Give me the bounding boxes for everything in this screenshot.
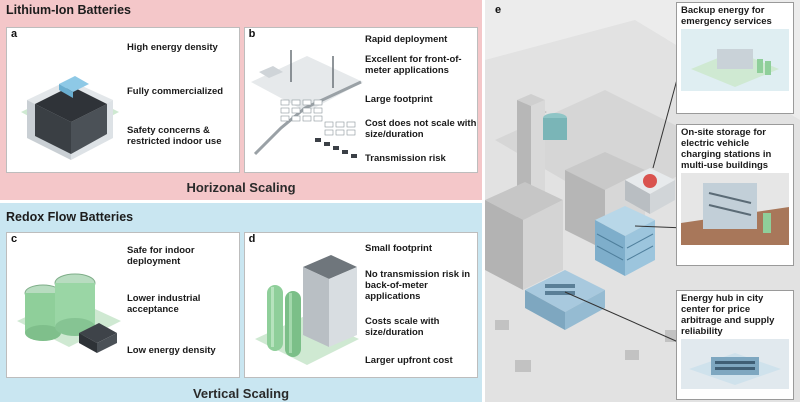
panel-a-point-1: High energy density: [127, 42, 218, 53]
panel-c-point-1: Safe for indoor deployment: [127, 245, 195, 267]
panel-c: c Safe for indoor deployment Lower indus…: [6, 232, 240, 378]
panel-b: b Rapid deployment Excellent for front-o…: [244, 27, 478, 173]
lithium-building-illustration: [21, 76, 119, 160]
panel-d-point-2: No transmission risk in back-of-meter ap…: [365, 269, 471, 302]
city-panel: e Backup energy for emergency services O…: [485, 0, 800, 402]
panel-e-tag: e: [494, 4, 502, 16]
emergency-services-thumbnail: [681, 29, 789, 91]
vertical-flow-battery-illustration: [255, 255, 359, 365]
callout-energy-hub: Energy hub in city center for price arbi…: [676, 290, 794, 400]
redox-flow-title: Redox Flow Batteries: [6, 210, 134, 224]
flow-tank-illustration: [17, 273, 121, 353]
panel-b-point-1: Rapid deployment: [365, 34, 448, 45]
lithium-ion-section: Lithium-Ion Batteries a High energy dens…: [0, 0, 482, 200]
panel-a-point-3: Safety concerns & restricted indoor use: [127, 125, 222, 147]
ev-charging-thumbnail: [681, 173, 789, 245]
panel-c-tag: c: [7, 233, 21, 247]
panel-d-point-4: Larger upfront cost: [365, 355, 453, 366]
callout-energy-hub-text: Energy hub in city center for price arbi…: [681, 293, 775, 337]
panel-a: a High energy density Fully commercializ…: [6, 27, 240, 173]
horizontal-scaling-label: Horizonal Scaling: [186, 180, 296, 195]
panel-b-point-3: Large footprint: [365, 94, 433, 105]
redox-flow-section: Redox Flow Batteries c Safe for indoor d…: [0, 203, 482, 402]
panel-d-point-3: Costs scale with size/duration: [365, 316, 440, 338]
panel-a-point-2: Fully commercialized: [127, 86, 224, 97]
panel-d-point-1: Small footprint: [365, 243, 433, 254]
callout-backup-energy-text: Backup energy for emergency services: [681, 5, 772, 27]
panel-c-point-2: Lower industrial acceptance: [127, 293, 201, 315]
panel-b-point-4: Cost does not scale with size/duration: [365, 118, 477, 140]
panel-b-point-5: Transmission risk: [365, 153, 446, 164]
callout-ev-charging: On-site storage for electric vehicle cha…: [676, 124, 794, 266]
panel-d: d Small footprint No transmission risk i…: [244, 232, 478, 378]
panel-d-tag: d: [245, 233, 259, 247]
callout-backup-energy: Backup energy for emergency services: [676, 2, 794, 114]
vertical-scaling-label: Vertical Scaling: [192, 386, 290, 401]
battery-farm-illustration: [251, 50, 363, 158]
panel-b-tag: b: [245, 28, 259, 42]
lithium-ion-title: Lithium-Ion Batteries: [6, 3, 132, 17]
energy-hub-thumbnail: [681, 339, 789, 389]
panel-b-point-2: Excellent for front-of-meter application…: [365, 54, 462, 76]
callout-ev-charging-text: On-site storage for electric vehicle cha…: [681, 127, 772, 171]
panel-c-point-3: Low energy density: [127, 345, 216, 356]
panel-a-tag: a: [7, 28, 21, 42]
